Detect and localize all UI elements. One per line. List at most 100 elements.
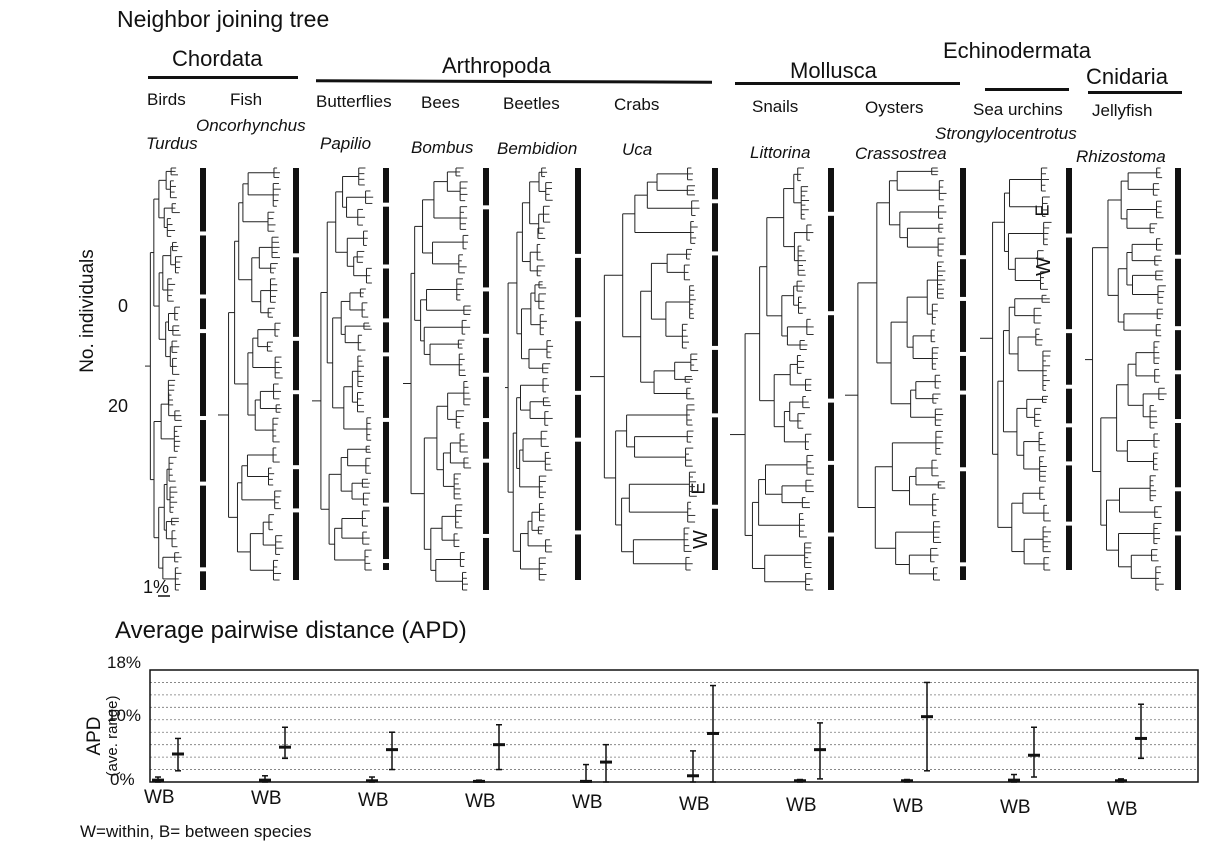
genus-name: Littorina (750, 143, 811, 162)
genus-name: Bembidion (497, 139, 578, 158)
y-tick-label: 10% (107, 706, 142, 725)
species-bar (712, 349, 718, 414)
phylum-line-mollusca (735, 82, 960, 85)
species-bar (483, 422, 489, 459)
species-bar (383, 563, 389, 570)
species-bar (1175, 423, 1181, 488)
species-bar (960, 355, 966, 391)
species-bar (483, 291, 489, 334)
species-bar (293, 257, 299, 337)
common-name: Jellyfish (1092, 101, 1153, 120)
wb-label: WB (786, 794, 817, 816)
phylum-line-cnidaria (1088, 91, 1182, 94)
common-name: Bees (421, 93, 460, 112)
wb-label: WB (358, 789, 389, 811)
species-bar (575, 321, 581, 391)
wb-label: WB (572, 792, 603, 814)
species-bar (960, 168, 966, 256)
species-bar (828, 315, 834, 399)
species-bar (575, 168, 581, 254)
species-bar (483, 337, 489, 373)
wb-label: WB (465, 790, 496, 812)
species-bar (1175, 535, 1181, 590)
species-bar (1066, 427, 1072, 462)
species-bar (712, 417, 718, 505)
species-bar (960, 471, 966, 563)
species-bar (293, 394, 299, 466)
phylum-chordata: Chordata (172, 46, 263, 71)
species-bar (200, 298, 206, 330)
phylum-cnidaria: Cnidaria (1086, 64, 1168, 89)
species-bar (200, 571, 206, 590)
wb-label: WB (144, 787, 175, 808)
species-bar (1175, 168, 1181, 255)
y-tick-label: 0% (110, 770, 135, 789)
apd-y-label-main: APD (84, 716, 105, 756)
species-bar (712, 508, 718, 570)
species-bar (828, 402, 834, 461)
wb-label: WB (679, 793, 710, 815)
wb-label: WB (1000, 797, 1031, 819)
genus-name: Uca (622, 140, 653, 159)
phylum-arthropoda: Arthropoda (442, 53, 551, 78)
phylum-line-echinodermata (985, 88, 1069, 91)
apd-title: Average pairwise distance (APD) (115, 617, 467, 644)
common-name: Butterflies (316, 92, 392, 111)
species-bar (575, 441, 581, 531)
species-bar (383, 168, 389, 203)
species-bar (1066, 333, 1072, 385)
species-bar (200, 485, 206, 568)
species-bar (712, 203, 718, 252)
species-bar (1066, 525, 1072, 570)
species-bar (200, 420, 206, 482)
species-bar (712, 168, 718, 200)
genus-name: Rhizostoma (1076, 147, 1166, 166)
wb-label: WB (251, 788, 282, 810)
species-bar (293, 340, 299, 391)
common-name: Fish (230, 90, 263, 109)
species-bar (1066, 237, 1072, 330)
common-name: Snails (752, 97, 799, 116)
tree-y-tick: 20 (108, 396, 129, 416)
plot-frame (149, 669, 1199, 783)
species-bar (1066, 168, 1072, 234)
species-bar (575, 534, 581, 580)
species-bar (575, 257, 581, 318)
legend: W=within, B= between species (80, 822, 312, 841)
common-name: Crabs (614, 95, 660, 114)
species-bar (483, 462, 489, 534)
species-bar (960, 300, 966, 352)
common-name: Oysters (865, 98, 924, 117)
genus-name: Oncorhynchus (196, 116, 306, 135)
species-bar (1066, 465, 1072, 522)
species-bar (1175, 491, 1181, 532)
genus-name: Turdus (146, 134, 198, 153)
genus-name: Strongylocentrotus (935, 124, 1077, 143)
species-bar (383, 421, 389, 503)
species-bar (960, 394, 966, 468)
species-bar (1175, 374, 1181, 420)
tree-title: Neighbor joining tree (117, 6, 330, 32)
species-bar (483, 168, 489, 206)
species-bar (960, 259, 966, 297)
species-bar (293, 168, 299, 254)
phylum-mollusca: Mollusca (790, 58, 877, 83)
species-bar (1066, 388, 1072, 424)
species-bar (293, 469, 299, 509)
common-name: Sea urchins (973, 100, 1063, 119)
phylogenetic-trees (145, 167, 1181, 597)
phylum-line-chordata (148, 76, 298, 79)
species-bar (960, 566, 966, 580)
species-bar (383, 322, 389, 353)
species-bar (828, 168, 834, 212)
species-bar (383, 206, 389, 265)
species-bar (483, 209, 489, 288)
species-bar (483, 537, 489, 590)
species-bar (483, 376, 489, 419)
common-name: Beetles (503, 94, 560, 113)
species-bar (828, 536, 834, 590)
species-bar (383, 268, 389, 319)
species-bar (575, 394, 581, 438)
y-tick-label: 18% (107, 653, 142, 672)
